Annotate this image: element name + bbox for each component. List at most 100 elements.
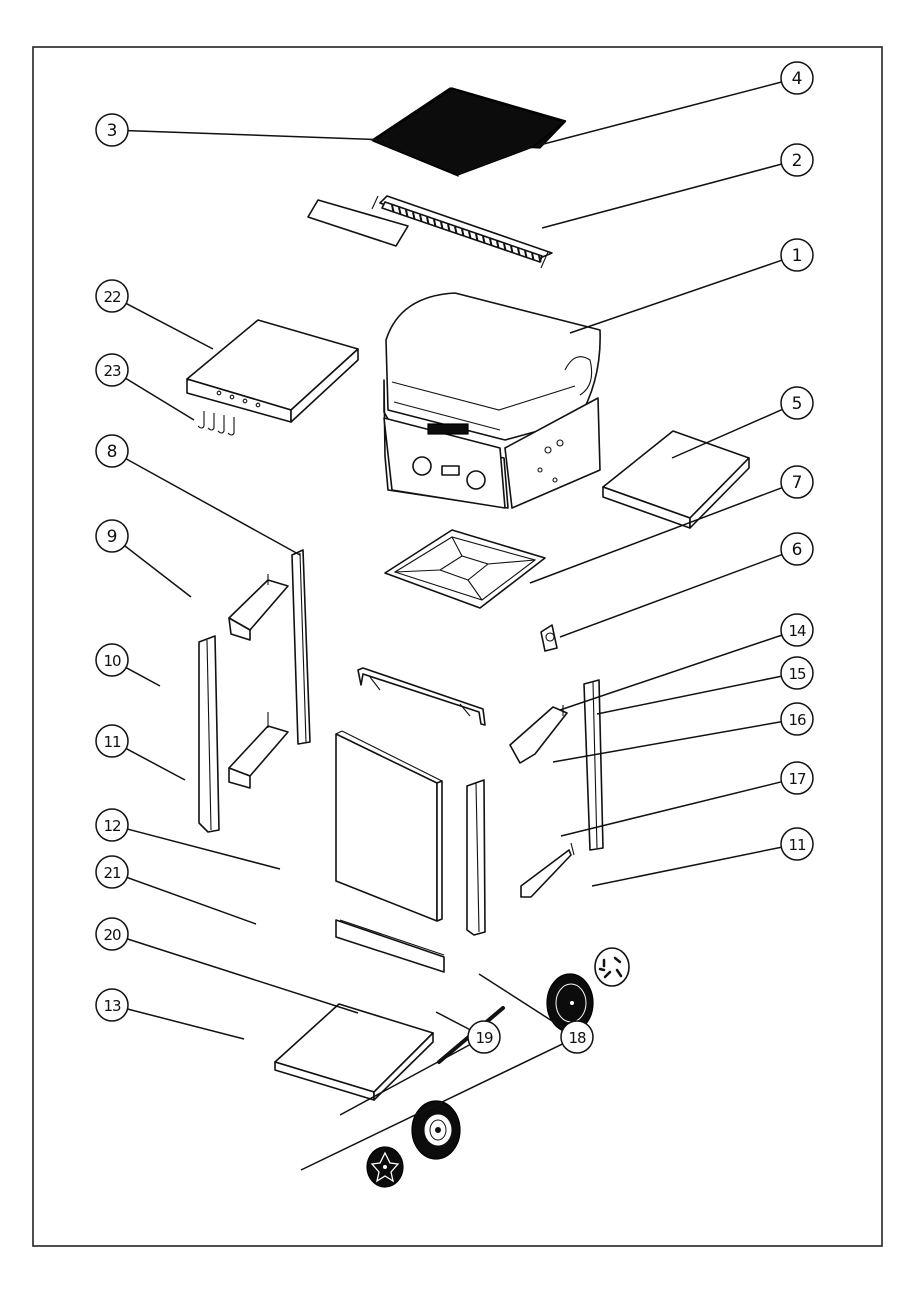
rack-slot <box>524 250 528 258</box>
rack-slot <box>517 247 521 256</box>
callout-number: 15 <box>788 665 806 683</box>
callout-bubble <box>780 61 814 95</box>
callout-8: 8 <box>95 434 129 468</box>
callout-19: 19 <box>467 1020 501 1054</box>
part-front-upper-brace <box>357 667 486 726</box>
callout-number: 11 <box>788 836 806 854</box>
leader-line-17 <box>560 781 782 837</box>
callout-number: 2 <box>792 151 803 171</box>
part-right-side-shelf <box>602 430 750 529</box>
leader-line-16 <box>552 721 782 763</box>
part-cooking-grate <box>370 87 567 177</box>
callout-number: 4 <box>792 69 803 89</box>
callout-bubble <box>780 827 814 861</box>
callout-number: 23 <box>103 362 121 380</box>
callout-bubble <box>95 643 129 677</box>
callout-bubble <box>95 434 129 468</box>
part-upper-cross-brace <box>228 574 289 641</box>
callout-6: 6 <box>780 532 814 566</box>
leader-line-20 <box>127 938 359 1014</box>
part-bottom-shelf <box>274 1003 434 1101</box>
callout-bubble <box>95 724 129 758</box>
leader-line-19 <box>435 1011 471 1031</box>
callout-bubble <box>560 1020 594 1054</box>
callout-number: 8 <box>107 442 118 462</box>
callout-bubble <box>780 143 814 177</box>
part-left-rear-leg <box>291 549 311 745</box>
rack-slot <box>405 209 409 218</box>
leader-line-6 <box>559 553 783 638</box>
callout-bubble <box>95 113 129 147</box>
callout-bubble <box>780 656 814 690</box>
callout-17: 17 <box>780 761 814 795</box>
part-right-rear-leg <box>583 679 604 851</box>
callout-bubble <box>95 808 129 842</box>
drawing-frame <box>32 46 883 1247</box>
callout-bubble <box>95 917 129 951</box>
callout-number: 21 <box>103 864 121 882</box>
callout-bubble <box>95 988 129 1022</box>
rack-slot <box>461 228 465 237</box>
leader-line-21 <box>126 876 257 925</box>
leader-line-13 <box>127 1008 245 1040</box>
part-right-front-leg <box>466 779 486 936</box>
part-lower-cross-brace-right <box>520 842 575 898</box>
rack-slot <box>447 223 451 232</box>
callout-20: 20 <box>95 917 129 951</box>
callout-11: 11 <box>95 724 129 758</box>
leader-line-22 <box>125 302 214 350</box>
callout-number: 19 <box>475 1029 493 1047</box>
callout-23: 23 <box>95 353 129 387</box>
rack-slot <box>412 211 416 220</box>
rack-slot <box>426 216 430 225</box>
callout-number: 5 <box>792 394 803 414</box>
part-right-upper-brace <box>509 705 568 764</box>
callout-16: 16 <box>780 702 814 736</box>
part-hubcap-front <box>366 1146 404 1188</box>
rack-slot <box>398 207 402 215</box>
callout-number: 20 <box>103 926 121 944</box>
leader-line-3 <box>127 129 389 141</box>
part-wheel-front <box>411 1100 461 1160</box>
callout-bubble <box>95 279 129 313</box>
rack-slot <box>391 204 395 213</box>
rack-slot <box>440 221 444 230</box>
leader-line-8 <box>125 458 301 556</box>
leader-line-10 <box>125 666 161 687</box>
callout-7: 7 <box>780 465 814 499</box>
callout-number: 14 <box>788 622 806 640</box>
part-left-side-shelf <box>186 319 359 423</box>
part-small-bracket <box>540 624 558 652</box>
callout-2: 2 <box>780 143 814 177</box>
callout-13: 13 <box>95 988 129 1022</box>
callout-21: 21 <box>95 855 129 889</box>
leader-line-18 <box>478 973 564 1029</box>
part-lower-cross-brace-left <box>228 712 289 789</box>
callout-number: 6 <box>792 540 803 560</box>
callout-5: 5 <box>780 386 814 420</box>
callout-bubble <box>780 532 814 566</box>
callout-number: 12 <box>103 817 121 835</box>
callout-22: 22 <box>95 279 129 313</box>
callout-number: 17 <box>788 770 806 788</box>
callout-bubble <box>780 702 814 736</box>
callout-number: 18 <box>568 1029 586 1047</box>
leader-line-9 <box>124 545 192 598</box>
callout-bubble <box>780 386 814 420</box>
rack-slot <box>496 240 500 249</box>
rack-slot <box>454 226 458 234</box>
callout-bubble <box>95 519 129 553</box>
leader-line-11 <box>591 846 782 887</box>
callout-number: 11 <box>103 733 121 751</box>
part-grill-body <box>383 292 601 509</box>
callout-3: 3 <box>95 113 129 147</box>
rack-slot <box>419 214 423 222</box>
callout-bubble <box>780 613 814 647</box>
part-left-front-leg <box>198 635 220 833</box>
callout-10: 10 <box>95 643 129 677</box>
rack-slot <box>433 219 437 227</box>
leader-line-19 <box>339 1043 471 1116</box>
rack-slot <box>538 255 542 263</box>
rack-slot <box>531 252 535 261</box>
